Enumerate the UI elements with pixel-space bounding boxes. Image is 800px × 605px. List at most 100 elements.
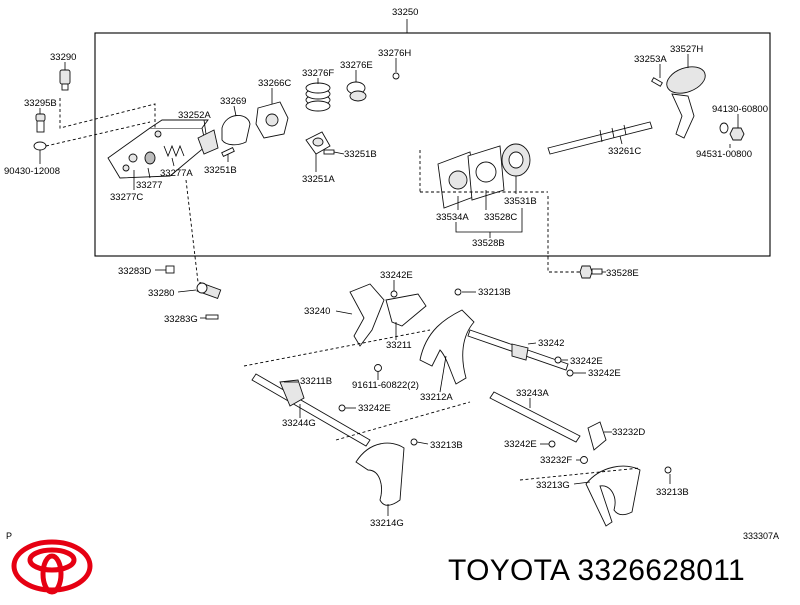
toyota-logo xyxy=(11,539,93,595)
label-33242e-c: 33242E xyxy=(588,368,621,379)
label-33242: 33242 xyxy=(538,338,564,349)
label-33295b: 33295B xyxy=(24,98,57,109)
shift-fork-part-33211 xyxy=(385,293,427,327)
label-33269: 33269 xyxy=(220,96,246,107)
label-33276f: 33276F xyxy=(302,68,334,79)
shift-housing-part xyxy=(107,119,209,179)
dash-33280 xyxy=(185,179,199,283)
spring-part-33277a xyxy=(163,144,185,158)
clip-part-33242e-d xyxy=(338,404,346,412)
label-33211b: 33211B xyxy=(300,376,332,387)
label-33232f: 33232F xyxy=(540,455,572,466)
shaft-part-33261c xyxy=(547,121,653,155)
label-33280: 33280 xyxy=(148,288,174,299)
label-33277: 33277 xyxy=(136,180,162,191)
switch-part xyxy=(59,66,71,91)
label-33251b-right: 33251B xyxy=(344,149,377,160)
shift-head-part-33240 xyxy=(349,283,385,347)
shift-fork-part-33214g xyxy=(355,442,405,506)
shift-rail-part-33243a xyxy=(489,391,581,443)
leader-lines xyxy=(39,54,739,516)
label-33213g: 33213G xyxy=(536,480,570,491)
label-33277c: 33277C xyxy=(110,192,143,203)
label-33242e-top: 33242E xyxy=(380,270,413,281)
label-33242e-d: 33242E xyxy=(358,403,391,414)
rail-block-part-33211b xyxy=(279,379,305,407)
label-33252a: 33252A xyxy=(178,110,211,121)
dash-rail-mid xyxy=(335,401,471,441)
clip-part-33213b-mid xyxy=(410,438,418,446)
label-33240: 33240 xyxy=(304,306,330,317)
clip-part-33232f xyxy=(580,456,588,464)
clip-part-33213b-right xyxy=(664,466,672,474)
label-33531b: 33531B xyxy=(504,196,537,207)
label-33266c: 33266C xyxy=(258,78,291,89)
dash-switch xyxy=(59,98,156,129)
part-number-labels: 33250 33290 33295B 90430-12008 33269 332… xyxy=(4,7,768,529)
seal-retainer-part-33534a xyxy=(437,151,477,209)
label-33232d: 33232D xyxy=(612,427,645,438)
label-33283g: 33283G xyxy=(164,314,198,325)
dash-33528e xyxy=(547,196,580,273)
nut-part-94130 xyxy=(729,127,745,141)
label-33283d: 33283D xyxy=(118,266,151,277)
label-33528b: 33528B xyxy=(472,238,505,249)
shift-rail-part-33211b xyxy=(251,373,371,447)
label-33242e-b: 33242E xyxy=(570,356,603,367)
shift-fork-part-33212a xyxy=(419,309,475,385)
dash-rail-left xyxy=(243,329,431,367)
clip-part-33242e-b xyxy=(554,356,562,364)
plug-part-33283d xyxy=(165,265,175,274)
dash-rail-right xyxy=(519,467,641,481)
label-33214g: 33214G xyxy=(370,518,404,529)
lever-housing-part-33266c xyxy=(255,101,289,139)
spring-part-33276f xyxy=(305,82,331,112)
label-33290: 33290 xyxy=(50,52,76,63)
label-33276e: 33276E xyxy=(340,60,373,71)
label-94130-60800: 94130-60800 xyxy=(712,104,768,115)
interlock-part-33232d xyxy=(587,421,607,451)
pin-part-33283g xyxy=(205,314,219,320)
shift-fork-part-33213g xyxy=(585,465,641,527)
brand-part-number: TOYOTA 3326628011 xyxy=(448,554,745,587)
label-94531-00800: 94531-00800 xyxy=(696,149,752,160)
bolt-part-33295b xyxy=(35,113,46,133)
label-33251a: 33251A xyxy=(302,174,335,185)
clip-part-33242e-c xyxy=(566,369,574,377)
label-33528c: 33528C xyxy=(484,212,517,223)
lever-part-33527h xyxy=(666,66,706,139)
assembly-frame xyxy=(94,32,771,257)
label-33261c: 33261C xyxy=(608,146,641,157)
label-33211: 33211 xyxy=(386,340,412,351)
bolt-part-33528e xyxy=(579,265,603,279)
label-33213b-top: 33213B xyxy=(478,287,511,298)
shift-arm-part-33280 xyxy=(196,281,222,300)
label-33244g: 33244G xyxy=(282,418,316,429)
selector-part-33251a xyxy=(305,131,331,155)
rail-block-part-33242 xyxy=(511,343,529,361)
cover-part-33252a xyxy=(197,129,219,155)
label-33251b-left: 33251B xyxy=(204,165,237,176)
washer-part-94531 xyxy=(719,122,729,134)
diagram-reference: 333307A xyxy=(743,531,780,541)
pin-part-33253a xyxy=(651,77,663,87)
cup-part-33276e xyxy=(346,81,367,102)
oil-seal-part-33531b xyxy=(501,143,531,177)
label-33528e: 33528E xyxy=(606,268,639,279)
clip-part-33213b-top xyxy=(454,288,462,296)
screw-part-91611 xyxy=(374,364,382,372)
seal-part-33528c xyxy=(467,145,505,201)
label-91611-60822: 91611-60822(2) xyxy=(352,380,419,391)
label-33250: 33250 xyxy=(392,7,418,18)
label-33253a: 33253A xyxy=(634,54,667,65)
label-33527h: 33527H xyxy=(670,44,703,55)
p-mark: P xyxy=(6,531,13,541)
label-33534a: 33534A xyxy=(436,212,469,223)
label-33276h: 33276H xyxy=(378,48,411,59)
clip-part-33276h xyxy=(392,72,400,80)
pin-part-33251b-right xyxy=(323,149,335,155)
plate-part-33269 xyxy=(221,115,251,146)
label-33212a: 33212A xyxy=(420,392,453,403)
label-33213b-right: 33213B xyxy=(656,487,689,498)
